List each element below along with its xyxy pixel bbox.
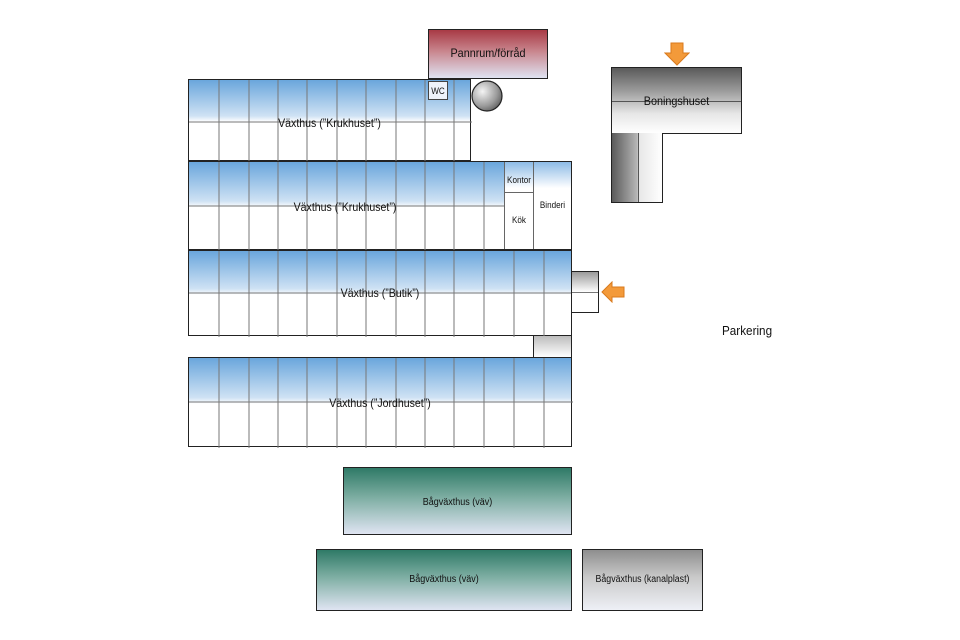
krukhuset-1-label: Växthus (”Krukhuset”): [278, 116, 381, 130]
binderi-room: Binderi: [534, 162, 571, 249]
bagvaxthus-2-label: Bågväxthus (väv): [409, 574, 479, 585]
circle-tank-icon: [471, 80, 503, 112]
corridor-connector: [533, 336, 572, 358]
binderi-label: Binderi: [539, 200, 566, 210]
kok-label: Kök: [512, 215, 526, 225]
boningshuset-label: Boningshuset: [643, 94, 710, 108]
greenhouse-butik: Växthus (”Butik”): [188, 250, 573, 337]
bagvaxthus-1-label: Bågväxthus (väv): [422, 497, 493, 508]
pannrum-label: Pannrum/förråd: [450, 46, 526, 60]
parkering-label: Parkering: [722, 323, 773, 338]
bagvaxthus-3-label: Bågväxthus (kanalplast): [595, 574, 690, 585]
bagvaxthus-kanalplast: Bågväxthus (kanalplast): [582, 549, 703, 611]
bagvaxthus-vav-2: Bågväxthus (väv): [316, 549, 572, 611]
butik-entrance-porch: [571, 271, 599, 313]
boningshuset-main: Boningshuset: [611, 67, 742, 134]
greenhouse-krukhuset-2: Växthus (”Krukhuset”) Kontor Kök Binderi: [188, 161, 572, 251]
kontor-label: Kontor: [507, 175, 531, 185]
krukhuset-2-label: Växthus (”Krukhuset”): [293, 200, 397, 214]
wc-label: WC: [431, 86, 445, 96]
greenhouse-jordhuset: Växthus (”Jordhuset”): [188, 357, 573, 448]
boningshuset-wing: [611, 133, 663, 203]
arrow-down-icon: [664, 42, 690, 66]
bagvaxthus-vav-1: Bågväxthus (väv): [343, 467, 572, 535]
pannrum-forrad-building: Pannrum/förråd: [428, 29, 548, 79]
arrow-left-icon: [601, 281, 625, 303]
jordhuset-label: Växthus (”Jordhuset”): [329, 396, 431, 410]
wc-room: WC: [428, 81, 448, 100]
kontor-kok-room: Kontor Kök: [504, 162, 534, 249]
butik-label: Växthus (”Butik”): [340, 286, 420, 300]
